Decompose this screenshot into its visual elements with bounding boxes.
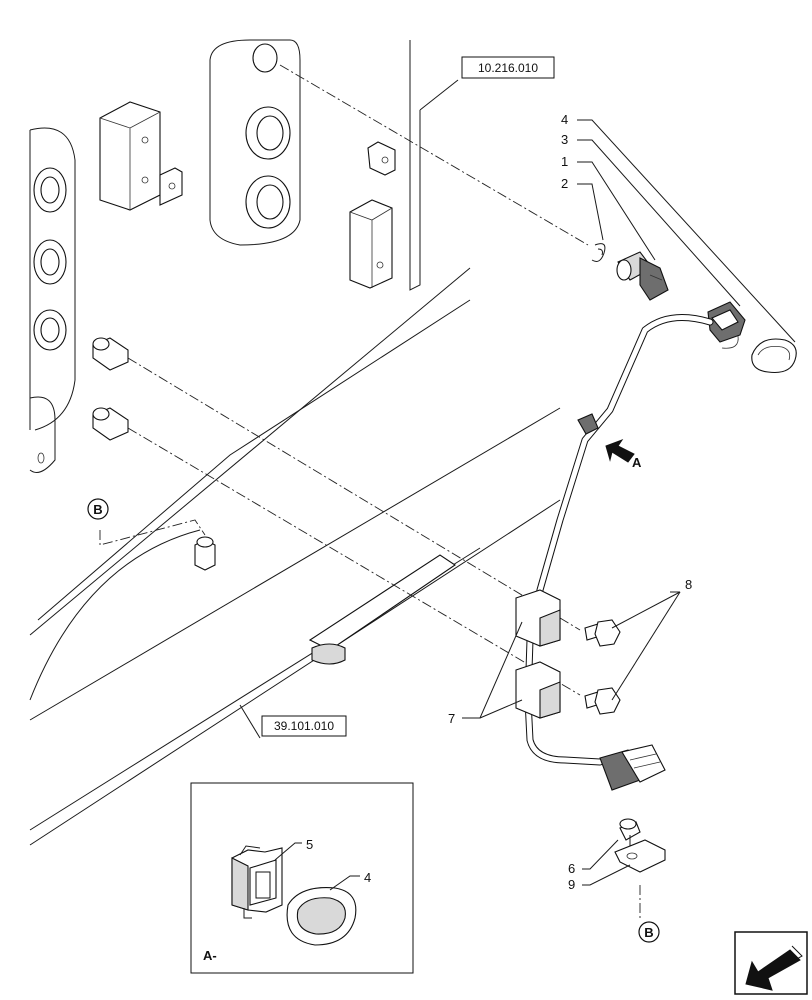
- assembly-lines: [99, 64, 641, 920]
- callout-3: 3: [561, 132, 568, 147]
- detail-view-box: 5 4 A-: [190, 782, 414, 974]
- detail-view-label: A-: [203, 948, 217, 963]
- ground-plate: [614, 839, 666, 873]
- callouts: 4 3 1 2 8 7 6 9: [448, 112, 692, 892]
- detail-clip: [231, 845, 283, 919]
- view-arrow: A: [605, 438, 642, 470]
- harness-connector-upper: [707, 301, 746, 343]
- frame-structure: [29, 39, 561, 846]
- view-arrow-label: A: [632, 455, 642, 470]
- grommet: [751, 338, 797, 374]
- marker-b-left: B: [87, 498, 109, 520]
- detail-grommet: [286, 887, 357, 946]
- clamp-lower: [515, 661, 561, 719]
- callout-8: 8: [685, 577, 692, 592]
- spacer-lower: [92, 407, 129, 441]
- clamp-upper: [515, 589, 561, 647]
- detail-callout-5: 5: [306, 837, 313, 852]
- leader-lines: [239, 119, 796, 886]
- bolt-lower: [584, 687, 621, 715]
- callout-9: 9: [568, 877, 575, 892]
- marker-b-right-label: B: [644, 925, 653, 940]
- pressure-sensor: [616, 251, 669, 301]
- hose-clip: [577, 413, 599, 435]
- callout-7: 7: [448, 711, 455, 726]
- detail-callout-4: 4: [364, 870, 371, 885]
- callout-2: 2: [561, 176, 568, 191]
- callout-1: 1: [561, 154, 568, 169]
- next-page-arrow-icon[interactable]: [734, 931, 808, 995]
- marker-b-right: B: [638, 921, 660, 943]
- reference-box-bottom[interactable]: 39.101.010: [261, 715, 347, 737]
- reference-label-top: 10.216.010: [478, 61, 538, 75]
- reference-box-top[interactable]: 10.216.010: [461, 56, 555, 79]
- bolt-upper: [584, 619, 621, 647]
- ground-bolt: [619, 818, 641, 850]
- harness-assembly: [515, 243, 797, 873]
- callout-6: 6: [568, 861, 575, 876]
- marker-b-left-label: B: [93, 502, 102, 517]
- callout-4-upper: 4: [561, 112, 568, 127]
- reference-label-bottom: 39.101.010: [274, 719, 334, 733]
- retaining-ring: [591, 243, 606, 262]
- spacer-small: [194, 536, 216, 571]
- harness-connector-lower: [599, 744, 666, 791]
- spacer-upper: [92, 337, 129, 371]
